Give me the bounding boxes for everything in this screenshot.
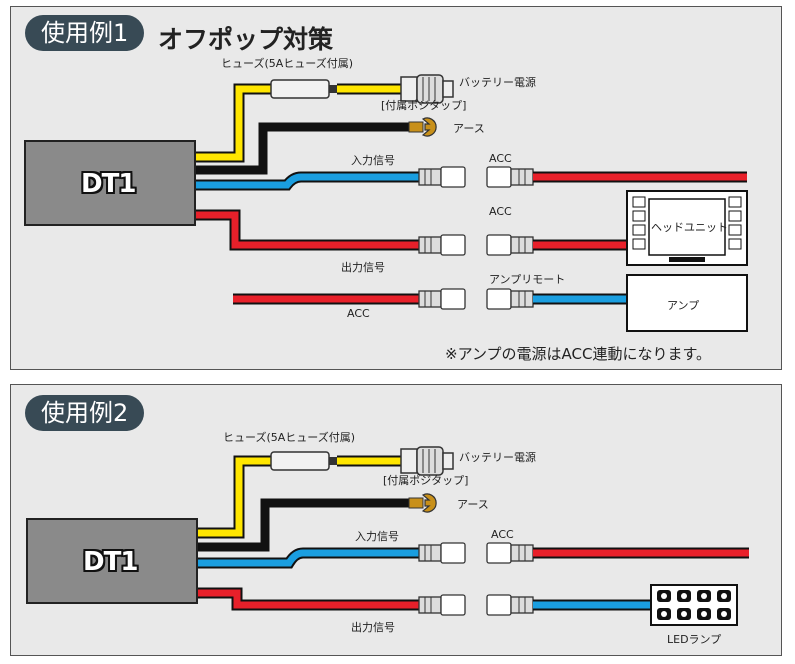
- amp-power-note: ※アンプの電源はACC連動になります。: [445, 345, 711, 363]
- earth-label: アース: [453, 122, 485, 135]
- input-connector-2: [418, 542, 466, 564]
- acc-mid-connector: [486, 234, 534, 256]
- posi-tap-label-2: [付属ポジタップ]: [383, 474, 469, 487]
- posi-tap-connector: [400, 74, 454, 104]
- acc-bottom-connector: [418, 288, 466, 310]
- dt1-device: [24, 140, 196, 226]
- head-unit-device: [626, 190, 748, 266]
- example-1-wiring-diagram: [24, 74, 748, 332]
- posi-tap-connector-2: [400, 446, 454, 476]
- fuse-holder-2: [270, 451, 330, 471]
- output-connector-2: [418, 594, 466, 616]
- amp-label: アンプ: [667, 299, 700, 312]
- earth-terminal: [408, 117, 437, 137]
- dt1-label-2: DT1: [83, 547, 138, 577]
- example-1-panel: 使用例1 オフポップ対策: [10, 6, 782, 370]
- output-signal-label-2: 出力信号: [351, 621, 395, 634]
- acc-connector-2: [486, 542, 534, 564]
- output-connector: [418, 234, 466, 256]
- amp-remote-connector: [486, 288, 534, 310]
- fuse-holder: [270, 79, 330, 99]
- output-signal-wire: [195, 209, 421, 251]
- output-signal-label: 出力信号: [341, 261, 385, 274]
- earth-wire: [195, 122, 409, 175]
- input-signal-label-2: 入力信号: [355, 530, 399, 543]
- acc-bottom-label: ACC: [347, 307, 370, 320]
- posi-tap-label: [付属ポジタップ]: [381, 99, 467, 112]
- acc-mid-label: ACC: [489, 205, 512, 218]
- fuse-label-2: ヒューズ(5Aヒューズ付属): [223, 431, 356, 444]
- battery-label-2: バッテリー電源: [459, 451, 536, 464]
- earth-label-2: アース: [457, 498, 489, 511]
- input-signal-label: 入力信号: [351, 154, 395, 167]
- head-unit-label: ヘッドユニット: [651, 221, 728, 234]
- input-connector: [418, 166, 466, 188]
- example-2-panel: 使用例2: [10, 384, 782, 656]
- acc-label-2: ACC: [491, 528, 514, 541]
- earth-wire-2: [197, 498, 409, 552]
- acc-top-connector: [486, 166, 534, 188]
- example-2-title-pill: 使用例2: [25, 395, 145, 431]
- dt1-device-2: [26, 518, 198, 604]
- led-lamp-device: [650, 584, 738, 626]
- earth-terminal-2: [408, 493, 437, 513]
- dt1-label: DT1: [81, 169, 136, 199]
- acc-top-label: ACC: [489, 152, 512, 165]
- fuse-label: ヒューズ(5Aヒューズ付属): [221, 57, 354, 70]
- example-1-subtitle: オフポップ対策: [158, 25, 334, 54]
- example-1-title-pill: 使用例1: [25, 15, 145, 51]
- example-2-wiring-diagram: [26, 446, 749, 626]
- led-lamp-label: LEDランプ: [667, 633, 722, 646]
- amp-remote-label: アンプリモート: [489, 273, 566, 286]
- battery-label: バッテリー電源: [459, 76, 536, 89]
- amp-device: [626, 274, 748, 332]
- led-connector: [486, 594, 534, 616]
